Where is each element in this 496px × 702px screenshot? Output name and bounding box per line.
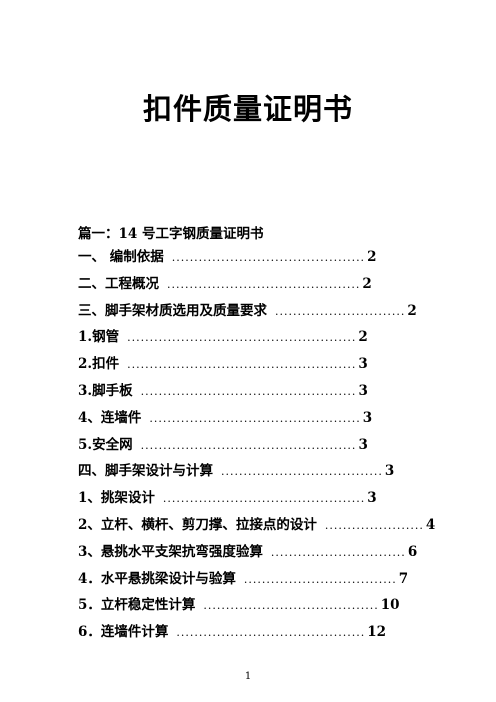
toc-label: 四、脚手架设计与计算 xyxy=(78,463,213,480)
toc-leader: ........................................… xyxy=(140,438,357,452)
toc-entry: 6．连墙件计算.................................… xyxy=(78,622,438,649)
toc-leader: .................................... xyxy=(221,465,383,479)
toc-label: 6．连墙件计算 xyxy=(78,624,169,641)
toc-entry: 一、 编制依据.................................… xyxy=(78,247,438,274)
toc-leader: .................................. xyxy=(243,572,397,586)
toc-entry: 3.脚手板...................................… xyxy=(78,381,438,408)
toc-entry: 1.钢管....................................… xyxy=(78,327,438,354)
toc-entry: 3、悬挑水平支架抗弯强度验算..........................… xyxy=(78,542,438,569)
toc-page: 10 xyxy=(380,597,400,614)
toc-label: 5．立杆稳定性计算 xyxy=(78,597,196,614)
page-number: 1 xyxy=(244,671,252,682)
toc-leader: ........................................… xyxy=(167,277,361,291)
toc-label: 2、立杆、横杆、剪刀撑、拉接点的设计 xyxy=(78,516,317,533)
toc-label: 三、脚手架材质选用及质量要求 xyxy=(78,302,267,319)
toc-label: 一、 编制依据 xyxy=(78,249,164,265)
toc-leader: ........................................… xyxy=(176,626,366,640)
toc-page: 2 xyxy=(358,329,368,346)
toc-entry: 三、脚手架材质选用及质量要求..........................… xyxy=(78,301,438,328)
toc-page: 3 xyxy=(358,436,368,453)
toc-page: 3 xyxy=(362,409,373,426)
toc-entry: 5.安全网...................................… xyxy=(78,435,438,462)
toc-page: 2 xyxy=(407,302,417,319)
toc-entry: 5．立杆稳定性计算...............................… xyxy=(78,595,438,622)
toc-entry: 1、挑架设计..................................… xyxy=(78,488,438,515)
toc-leader: ........................................… xyxy=(127,358,357,372)
section-heading: 篇一：14 号工字钢质量证明书 xyxy=(78,226,264,242)
toc-leader: ............................. xyxy=(275,304,406,318)
toc-leader: ........................................… xyxy=(149,411,361,425)
table-of-contents: 一、 编制依据.................................… xyxy=(78,247,438,649)
toc-page: 2 xyxy=(362,275,372,292)
document-title: 扣件质量证明书 xyxy=(142,92,353,126)
toc-leader: ........................................… xyxy=(140,384,357,398)
toc-entry: 4、连墙件...................................… xyxy=(78,408,438,435)
toc-entry: 四、脚手架设计与计算..............................… xyxy=(78,461,438,488)
toc-label: 3.脚手板 xyxy=(78,382,133,399)
toc-label: 4．水平悬挑梁设计与验算 xyxy=(78,570,236,587)
toc-label: 3、悬挑水平支架抗弯强度验算 xyxy=(78,543,263,560)
toc-page: 2 xyxy=(367,249,377,265)
toc-leader: ........................................… xyxy=(127,331,357,345)
toc-leader: ....................................... xyxy=(203,599,379,613)
toc-leader: ........................................… xyxy=(171,251,366,264)
toc-page: 3 xyxy=(358,356,368,373)
toc-leader: ...................... xyxy=(324,518,424,532)
toc-label: 1、挑架设计 xyxy=(78,490,155,507)
toc-page: 6 xyxy=(407,543,418,560)
toc-page: 3 xyxy=(384,463,395,480)
toc-entry: 2、立杆、横杆、剪刀撑、拉接点的设计......................… xyxy=(78,515,438,542)
toc-page: 3 xyxy=(367,490,377,507)
toc-page: 12 xyxy=(367,624,387,641)
toc-page: 7 xyxy=(398,570,409,587)
toc-page: 3 xyxy=(358,382,368,399)
toc-entry: 4．水平悬挑梁设计与验算............................… xyxy=(78,569,438,596)
toc-label: 5.安全网 xyxy=(78,436,133,453)
toc-entry: 二、工程概况..................................… xyxy=(78,274,438,301)
toc-leader: .............................. xyxy=(270,545,406,559)
toc-leader: ........................................… xyxy=(162,492,366,506)
toc-label: 二、工程概况 xyxy=(78,275,159,292)
toc-label: 2.扣件 xyxy=(78,356,120,373)
toc-label: 4、连墙件 xyxy=(78,409,142,426)
toc-entry: 2.扣件....................................… xyxy=(78,354,438,381)
toc-label: 1.钢管 xyxy=(78,329,120,346)
toc-page: 4 xyxy=(425,516,436,533)
